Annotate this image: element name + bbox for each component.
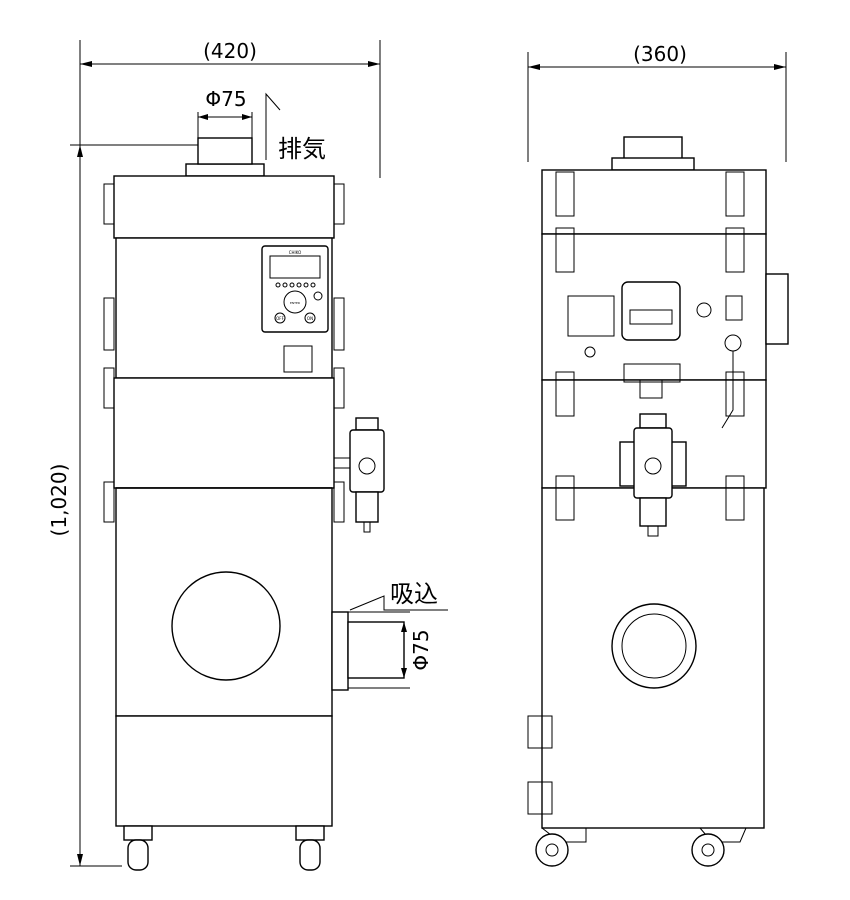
exhaust-diameter-label: Φ75 [205,87,246,111]
intake-dimension: Φ75 吸込 [349,580,448,678]
front-body [113,175,335,827]
front-air-regulator [333,417,385,533]
controller-enter-button: ENTER [290,301,300,305]
side-width-dimension: (360) [527,42,787,162]
side-view: (360) [527,42,789,867]
side-panel-details [567,281,743,429]
controller-brand: CHIKO [289,250,302,255]
front-clamps [103,183,345,523]
exhaust-label: 排気 [278,135,326,163]
side-clamps [555,171,745,521]
control-panel: CHIKO OFF ON ENTER [261,245,329,373]
side-hinges [527,715,553,815]
controller-off-button: OFF [276,316,284,321]
side-air-regulator [619,413,687,537]
front-width-dimension: (420) [79,39,381,178]
control-panel-plate [283,345,313,373]
front-view: (420) (1,020) Φ75 排気 [47,39,448,871]
exhaust-pipe [197,137,253,165]
side-width-label: (360) [633,42,687,66]
side-intake-ring [611,603,697,689]
side-casters [535,827,747,867]
intake-diameter-label: Φ75 [409,629,433,670]
front-width-label: (420) [203,39,257,63]
intake-window [171,571,281,681]
exhaust-outlet [185,163,265,177]
intake-label: 吸込 [390,580,438,608]
front-intake [171,571,410,691]
front-height-label: (1,020) [47,464,71,537]
front-height-dimension: (1,020) [47,144,200,867]
front-casters [123,825,325,871]
controller-on-button: ON [307,316,313,321]
